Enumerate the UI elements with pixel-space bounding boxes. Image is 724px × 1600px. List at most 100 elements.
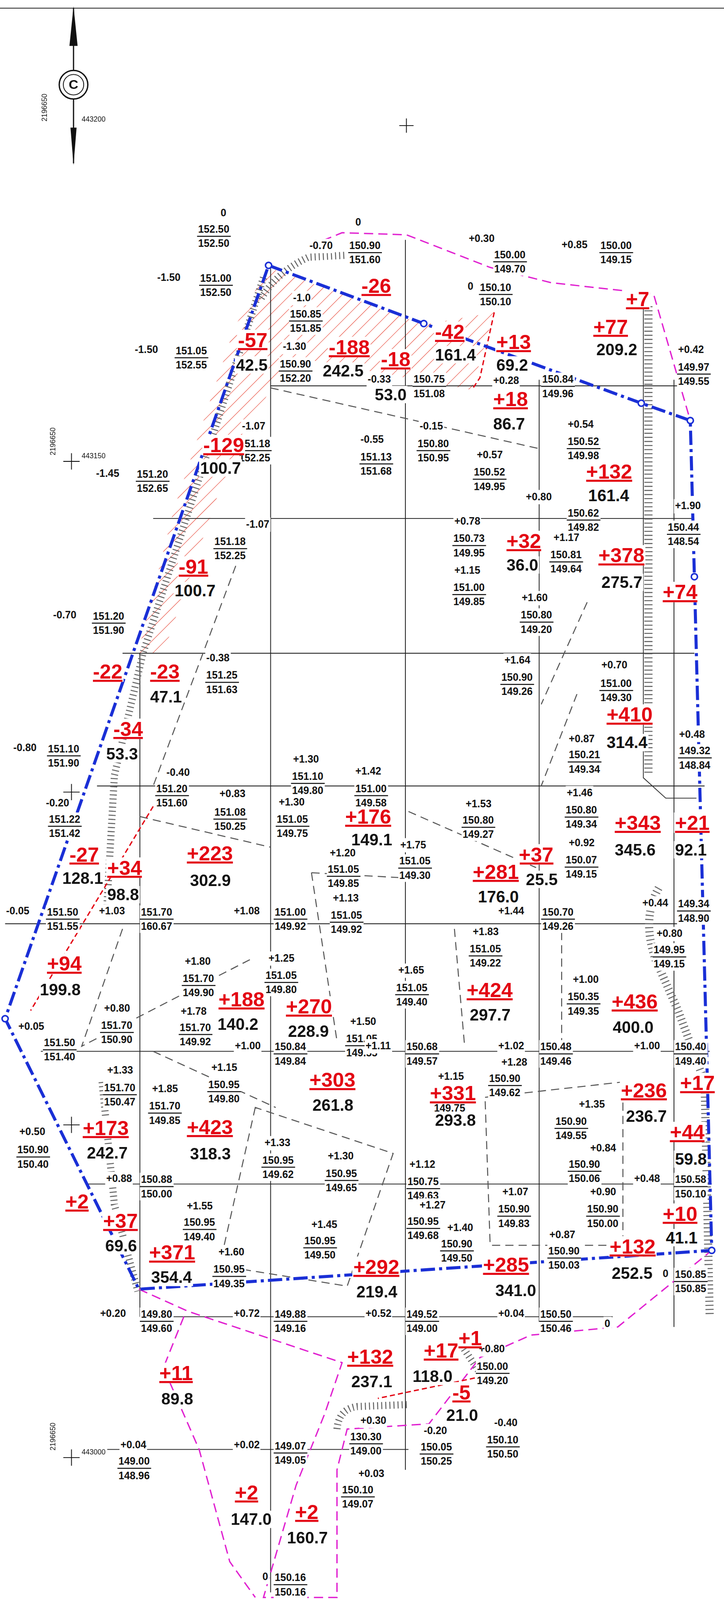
- working-mark: 0: [261, 1570, 270, 1585]
- area-value: 147.0: [229, 1510, 273, 1529]
- volume-value: +17: [422, 1340, 460, 1362]
- working-mark: +1.00: [233, 1039, 262, 1054]
- elevation-fraction: 150.10150.50: [485, 1433, 520, 1461]
- natural-elevation: 150.03: [547, 1258, 581, 1272]
- natural-elevation: 151.85: [288, 321, 323, 335]
- area-value: 209.2: [595, 340, 639, 359]
- volume-value: +424: [465, 980, 514, 1001]
- natural-elevation: 151.60: [348, 252, 382, 266]
- design-elevation: 150.40: [673, 1039, 708, 1055]
- working-mark: +1.20: [328, 846, 357, 861]
- north-arrow: [63, 74, 84, 95]
- working-mark: +0.48: [633, 1172, 662, 1187]
- north-letter: С: [68, 77, 79, 92]
- volume-value: +410: [605, 704, 654, 725]
- elevation-fraction: 151.70149.90: [181, 971, 216, 1000]
- design-elevation: 150.95: [182, 1215, 216, 1230]
- natural-elevation: 149.55: [554, 1128, 588, 1143]
- elevation-fraction: 150.88150.00: [139, 1172, 174, 1201]
- natural-elevation: 160.67: [139, 919, 174, 933]
- volume-value: -27: [68, 844, 101, 865]
- working-mark: +1.30: [277, 795, 306, 810]
- working-mark: +0.54: [566, 417, 595, 432]
- design-elevation: 150.80: [416, 436, 450, 451]
- elevation-fraction: 151.00149.92: [273, 905, 307, 933]
- working-mark: +1.85: [151, 1082, 180, 1097]
- natural-elevation: 149.30: [599, 690, 633, 705]
- area-value: 36.0: [505, 555, 540, 574]
- volume-value: +371: [148, 1242, 197, 1264]
- area-value: 345.6: [613, 840, 657, 859]
- volume-value: +132: [585, 461, 634, 482]
- working-mark: 0: [219, 206, 228, 221]
- working-mark: +1.33: [106, 1063, 135, 1079]
- elevation-fraction: 150.52149.98: [566, 434, 601, 463]
- design-elevation: 151.05: [174, 343, 208, 358]
- design-elevation: 151.00: [452, 580, 486, 595]
- area-value: 236.7: [624, 1107, 668, 1125]
- grid-crosses: [63, 453, 80, 470]
- volume-value: +21: [673, 812, 711, 834]
- working-mark: +0.80: [655, 927, 684, 942]
- natural-elevation: 149.40: [395, 995, 429, 1009]
- working-mark: +0.87: [567, 731, 596, 747]
- area-value: 128.1: [61, 869, 104, 887]
- natural-elevation: 152.20: [278, 371, 312, 385]
- natural-elevation: 149.92: [329, 922, 363, 936]
- working-mark: +1.78: [179, 1005, 208, 1020]
- working-mark: +1.15: [210, 1060, 239, 1075]
- area-value: 293.8: [434, 1111, 478, 1129]
- area-value: 275.7: [600, 573, 644, 591]
- elevation-fraction: 150.07149.15: [564, 853, 598, 881]
- area-value: 176.0: [477, 887, 520, 905]
- design-elevation: 150.35: [566, 989, 601, 1005]
- design-elevation: 150.85: [288, 306, 323, 321]
- working-mark: -1.07: [245, 517, 271, 532]
- natural-elevation: 152.55: [174, 358, 208, 372]
- working-mark: +0.30: [359, 1414, 388, 1429]
- elevation-fraction: 151.18152.25: [213, 534, 247, 563]
- design-elevation: 150.05: [419, 1440, 453, 1455]
- elevation-fraction: 150.95149.40: [182, 1215, 216, 1244]
- cut-hatch: [138, 267, 495, 654]
- natural-elevation: 149.15: [599, 252, 633, 266]
- grid-lines: [270, 385, 690, 387]
- working-mark: +0.72: [232, 1307, 261, 1322]
- working-mark: +0.05: [17, 1020, 46, 1035]
- working-mark: +0.48: [677, 727, 706, 743]
- volume-value: -57: [236, 329, 269, 351]
- working-mark: -1.50: [156, 270, 182, 285]
- natural-elevation: 149.07: [341, 1497, 375, 1511]
- design-elevation: 151.70: [181, 971, 216, 986]
- working-mark: +0.92: [567, 836, 596, 851]
- volume-value: +173: [81, 1118, 131, 1139]
- design-elevation: 151.50: [42, 1035, 77, 1051]
- area-value: 42.5: [234, 355, 269, 374]
- design-elevation: 150.90: [500, 670, 534, 685]
- volume-value: +10: [661, 1204, 699, 1225]
- volume-value: +44: [668, 1122, 706, 1143]
- elevation-fraction: 150.95149.50: [303, 1234, 337, 1262]
- site-boundary: [687, 417, 694, 424]
- area-value: 199.8: [38, 980, 82, 998]
- volume-value: -91: [177, 556, 210, 578]
- natural-elevation: 150.50: [485, 1447, 520, 1461]
- natural-elevation: 150.16: [273, 1585, 307, 1599]
- elevation-fraction: 150.75149.63: [406, 1174, 440, 1203]
- natural-elevation: 150.25: [213, 819, 247, 833]
- volume-value: +18: [492, 388, 529, 410]
- working-mark: +1.30: [326, 1149, 355, 1164]
- working-mark: +1.64: [503, 653, 532, 668]
- working-mark: +0.84: [589, 1141, 617, 1156]
- working-mark: +1.42: [354, 764, 383, 779]
- working-mark: +1.45: [310, 1218, 339, 1233]
- design-elevation: 150.90: [497, 1202, 531, 1217]
- working-mark: +0.80: [524, 490, 553, 505]
- elevation-fraction: 151.00149.58: [354, 781, 388, 809]
- design-elevation: 151.00: [199, 271, 233, 286]
- elevation-fraction: 151.05152.55: [174, 343, 208, 371]
- coordinate-label: 443150: [81, 452, 106, 461]
- natural-elevation: 150.06: [567, 1171, 601, 1186]
- design-elevation: 150.95: [261, 1153, 295, 1168]
- elevation-fraction: 150.84149.84: [273, 1039, 307, 1068]
